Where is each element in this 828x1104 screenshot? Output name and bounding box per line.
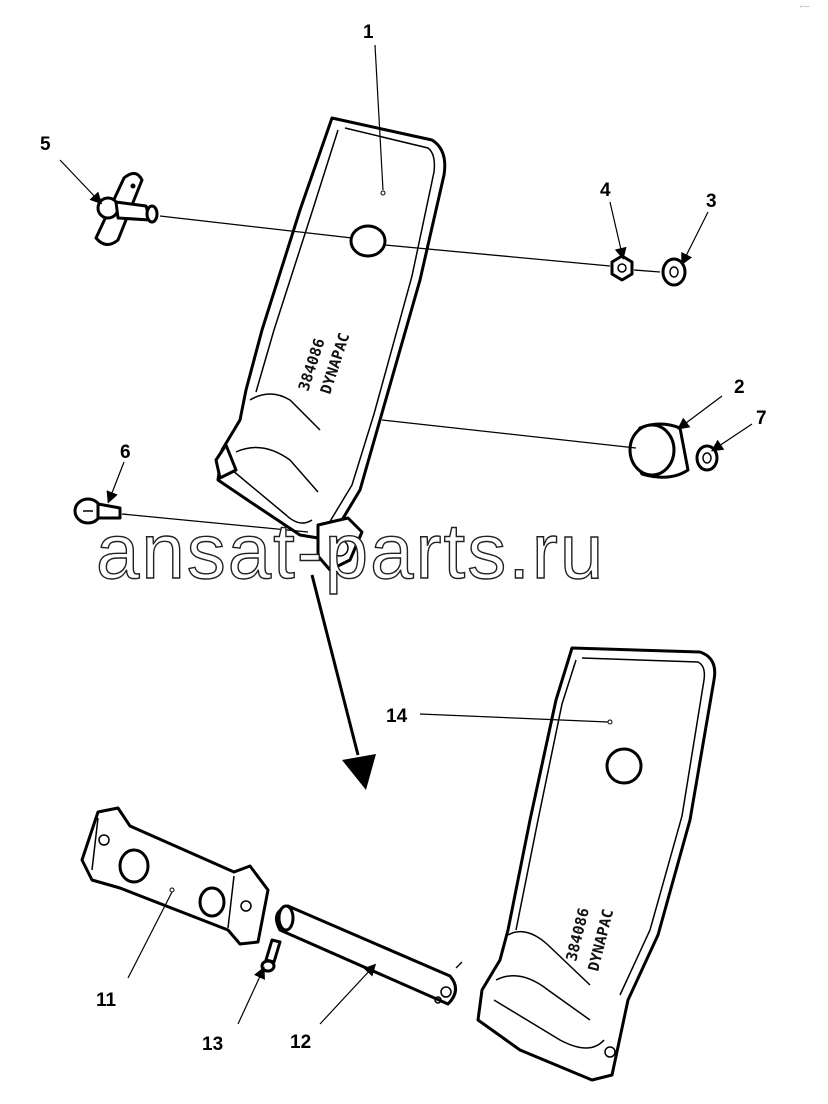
callout-7: 7 (756, 408, 767, 429)
part-2-rubber-stop (628, 422, 690, 479)
detail-arrow (310, 574, 376, 790)
part-6-screw (73, 497, 122, 525)
watermark-text: ansat-parts.ru (96, 507, 605, 595)
leader-lines (59, 44, 753, 1025)
assembly-axis-lines (121, 215, 661, 533)
corner-mark: ⌐— (800, 4, 810, 10)
part-5-wing-bolt (94, 172, 159, 246)
callout-1: 1 (363, 22, 374, 43)
callout-14: 14 (386, 706, 408, 727)
callout-4: 4 (600, 180, 611, 201)
part-7-washer (695, 444, 719, 472)
callout-13: 13 (202, 1034, 223, 1055)
part-13-split-pin (260, 938, 282, 973)
callout-2: 2 (734, 377, 745, 398)
callout-3: 3 (706, 191, 717, 212)
part-12-pin (274, 904, 463, 1006)
part-14-pedal: DYNAPAC 384086 (476, 646, 717, 1082)
callout-labels: 1 2 3 4 5 6 7 11 12 13 14 (40, 22, 767, 1055)
part-11-hinge-bracket (80, 806, 270, 946)
callout-11: 11 (96, 990, 117, 1011)
callout-12: 12 (290, 1032, 311, 1053)
part-1-pedal-arm: DYNAPAC 384086 (214, 116, 447, 572)
part-4-nut (610, 254, 634, 282)
callout-5: 5 (40, 134, 51, 155)
callout-6: 6 (120, 442, 131, 463)
part-3-washer (661, 257, 687, 287)
